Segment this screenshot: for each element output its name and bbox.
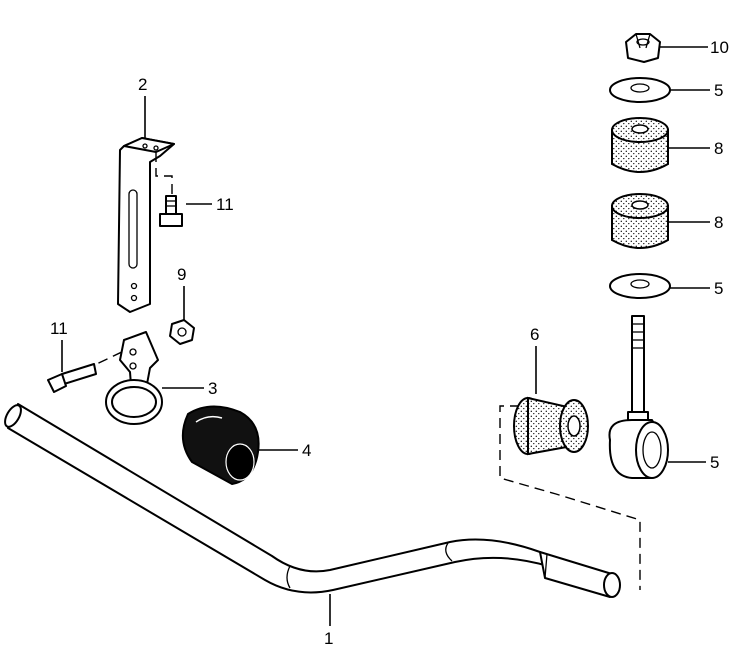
- foam-bushing-upper: [611, 117, 669, 173]
- leader-lines: [61, 46, 710, 626]
- callout-5a: 5: [714, 81, 723, 100]
- callout-8b: 8: [714, 213, 723, 232]
- rubber-bushing: [181, 405, 260, 486]
- nut: [169, 319, 195, 345]
- link-bushing: [499, 396, 641, 590]
- bolt-upper: [155, 152, 183, 227]
- callout-7: 6: [530, 325, 539, 344]
- callout-2: 2: [138, 75, 147, 94]
- link-rod: [608, 315, 669, 479]
- callout-labels: 2 11 9 11 3 4 1 6 5 5 8 8 5 10: [50, 38, 729, 648]
- clamp: [105, 331, 163, 425]
- stabilizer-bar: [4, 403, 621, 598]
- callout-3: 3: [208, 379, 217, 398]
- bolt-lower: [47, 349, 127, 393]
- callout-4: 4: [302, 441, 311, 460]
- foam-bushing-lower: [611, 193, 669, 249]
- callout-10: 10: [710, 38, 729, 57]
- callout-11a: 11: [216, 195, 234, 214]
- washer-lower: [609, 273, 671, 299]
- callout-9: 9: [177, 265, 186, 284]
- callout-6: 5: [710, 453, 719, 472]
- callout-11b: 11: [50, 319, 68, 338]
- callout-5b: 5: [714, 279, 723, 298]
- washer-upper: [609, 77, 671, 103]
- lock-nut: [625, 33, 661, 63]
- mounting-bracket: [117, 137, 175, 313]
- callout-8a: 8: [714, 139, 723, 158]
- callout-1: 1: [324, 629, 333, 648]
